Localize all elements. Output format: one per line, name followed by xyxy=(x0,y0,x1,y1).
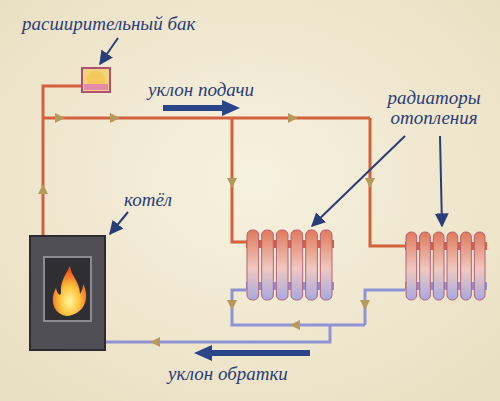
radiator-fin xyxy=(247,230,259,300)
text-label: радиаторы отопления xyxy=(372,88,496,128)
supply-pipe xyxy=(43,86,405,246)
radiator-fin xyxy=(262,230,274,300)
radiator-fin xyxy=(420,232,431,300)
expansion-tank xyxy=(82,68,110,92)
radiator-fin xyxy=(276,230,288,300)
text-label: уклон обратки xyxy=(168,364,288,384)
radiator-fin xyxy=(306,230,318,300)
leader-arrow xyxy=(100,38,442,234)
boiler xyxy=(30,236,105,350)
radiator xyxy=(405,232,487,300)
radiator-fin xyxy=(291,230,303,300)
radiator-fin xyxy=(461,232,472,300)
radiator-fin xyxy=(447,232,458,300)
slope-arrow xyxy=(163,100,310,361)
radiator-fin xyxy=(433,232,444,300)
text-label: котёл xyxy=(124,190,172,210)
flow-arrows xyxy=(38,113,375,347)
text-label: расширительный бак xyxy=(22,14,195,34)
radiator-fin xyxy=(320,230,332,300)
radiator xyxy=(246,230,334,300)
text-label: уклон подачи xyxy=(148,80,254,100)
radiator-fin xyxy=(406,232,417,300)
radiator-fin xyxy=(474,232,485,300)
